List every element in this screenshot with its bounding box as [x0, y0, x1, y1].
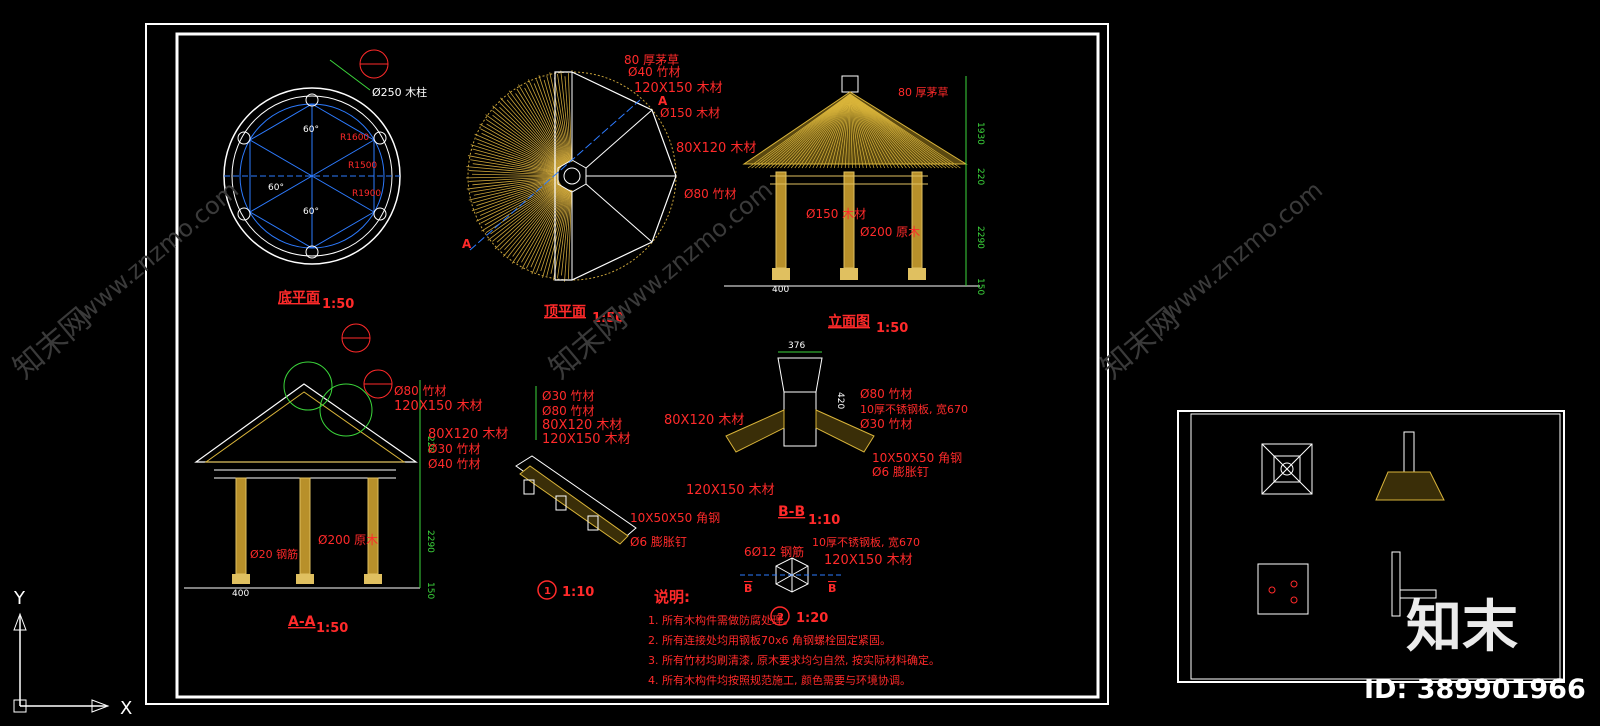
angle-steel-label: 10X50X50 角钢: [630, 511, 720, 525]
pole-label: Ø200 原木: [318, 533, 378, 547]
section-aa-title: A-A: [288, 614, 316, 630]
height-dim: 1930: [975, 122, 985, 145]
watermark-site: www.znzmo.com: [72, 176, 244, 327]
watermark-site: www.znzmo.com: [1156, 176, 1328, 327]
logo-watermark: 知末: [1406, 595, 1518, 660]
thatch-label: 80 厚茅草: [624, 53, 679, 67]
timber-label: 80X120 木材: [428, 427, 508, 442]
steel-plate-label: 10厚不锈钢板, 宽670: [812, 535, 920, 549]
pipe-label: Ø80 竹材: [860, 387, 913, 401]
timber-label: 120X150 木材: [686, 483, 775, 498]
timber-label: 80X120 木材: [676, 141, 756, 156]
timber-label: 80X120 木材: [542, 418, 622, 433]
pipe-label: Ø40 竹材: [628, 65, 681, 79]
timber-label: 120X150 木材: [542, 432, 631, 447]
inner-frame: [175, 32, 1100, 699]
rebar-label: 6Ø12 钢筋: [744, 544, 804, 559]
section-bb-scale: 1:10: [808, 513, 840, 528]
detail-1-view: Ø30 竹材 Ø80 竹材 80X120 木材 120X150 木材 10X50…: [515, 386, 720, 600]
elevation-view: 1930 220 2290 150 400 80 厚茅草 Ø150 木材 Ø20…: [724, 75, 985, 336]
design-notes: 说明: 1. 所有木构件需做防腐处理。 2. 所有连接处均用钢板70x6 角钢螺…: [648, 588, 940, 687]
note-item: 3. 所有竹材均刷清漆, 原木要求均匀自然, 按实际材料确定。: [648, 653, 940, 667]
pole-label: Ø200 原木: [860, 225, 920, 239]
pipe-label: Ø80 竹材: [684, 187, 737, 201]
angle-label: 60°: [268, 183, 284, 193]
detail-sheet-inner-frame: [1190, 413, 1561, 680]
elevation-scale: 1:50: [876, 321, 908, 336]
timber-label: 120X150 木材: [634, 81, 723, 96]
bolt-label: Ø6 膨胀钉: [872, 465, 929, 479]
floor-plan-scale: 1:50: [322, 297, 354, 312]
width-dim: 376: [788, 341, 805, 351]
detail-1-number: 1: [544, 586, 551, 597]
section-marker: A: [462, 237, 472, 251]
section-aa-scale: 1:50: [316, 621, 348, 636]
thatch-label: 80 厚茅草: [898, 86, 949, 99]
height-dim: 420: [835, 392, 845, 409]
bolt-label: Ø6 膨胀钉: [630, 535, 687, 549]
outer-frame: [145, 23, 1109, 705]
note-item: 2. 所有连接处均用钢板70x6 角钢螺栓固定紧固。: [648, 633, 891, 647]
footing-detail-sheet: [1257, 431, 1445, 617]
height-dim: 150: [425, 582, 435, 599]
detail-sheet-outer-frame: [1177, 410, 1565, 683]
note-item: 4. 所有木构件均按照规范施工, 颜色需要与环境协调。: [648, 673, 911, 687]
pipe-label: Ø150 木材: [660, 106, 720, 120]
pipe-label: Ø80 竹材: [394, 384, 447, 398]
width-dim: 400: [772, 285, 789, 295]
timber-label: 120X150 木材: [394, 399, 483, 414]
pipe-label: Ø40 竹材: [428, 457, 481, 471]
roof-plan-view: 80 厚茅草 Ø40 竹材 120X150 木材 Ø150 木材 80X120 …: [462, 53, 756, 326]
height-dim: 220: [425, 436, 435, 453]
angle-label: 60°: [303, 207, 319, 217]
timber-label: 80X120 木材: [664, 413, 744, 428]
floor-plan-title: 底平面: [278, 289, 320, 306]
roof-plan-title: 顶平面: [544, 304, 586, 320]
pipe-label: Ø30 竹材: [860, 417, 913, 431]
rebar-label: Ø20 钢筋: [250, 547, 298, 561]
ucs-axis-icon: Y X: [13, 588, 132, 719]
notes-heading: 说明:: [654, 588, 690, 606]
y-axis-label: Y: [13, 588, 26, 609]
height-dim: 2290: [425, 530, 435, 553]
image-id: ID: 389901966: [1364, 674, 1586, 705]
detail-1-scale: 1:10: [562, 585, 594, 600]
section-bb-view: 376 420 80X120 木材 120X150 木材 Ø80 竹材 10厚不…: [664, 341, 968, 528]
pipe-label: Ø150 木材: [806, 207, 866, 221]
section-marker: A: [658, 94, 668, 108]
detail-2-view: 6Ø12 钢筋 10厚不锈钢板, 宽670 120X150 木材 B B 2 1…: [740, 535, 920, 626]
pipe-label: Ø30 竹材: [428, 442, 481, 456]
radius-label: R1500: [348, 161, 377, 171]
section-aa-view: 220 2290 150 400 Ø80 竹材 120X150 木材 80X12…: [184, 323, 508, 636]
x-axis-label: X: [120, 698, 132, 719]
column-dia-label: Ø250 木柱: [372, 85, 427, 99]
floor-plan-view: 60° 60° 60° R1600 R1500 R1900 Ø250 木柱 底平…: [223, 49, 427, 312]
timber-label: 120X150 木材: [824, 553, 913, 568]
section-bb-title: B-B: [778, 504, 805, 520]
note-item: 1. 所有木构件需做防腐处理。: [648, 613, 794, 627]
radius-label: R1900: [352, 189, 381, 199]
section-marker: B: [744, 582, 752, 595]
steel-plate-label: 10厚不锈钢板, 宽670: [860, 402, 968, 416]
height-dim: 150: [975, 278, 985, 295]
width-dim: 400: [232, 589, 249, 599]
radius-label: R1600: [340, 133, 369, 143]
pipe-label: Ø30 竹材: [542, 389, 595, 403]
height-dim: 220: [975, 168, 985, 185]
angle-label: 60°: [303, 125, 319, 135]
section-marker: B: [828, 582, 836, 595]
elevation-title: 立面图: [828, 313, 870, 330]
roof-plan-scale: 1:50: [592, 311, 624, 326]
height-dim: 2290: [975, 226, 985, 249]
detail-2-scale: 1:20: [796, 611, 828, 626]
pipe-label: Ø80 竹材: [542, 404, 595, 418]
detail-2-number: 2: [777, 612, 784, 623]
angle-steel-label: 10X50X50 角钢: [872, 451, 962, 465]
